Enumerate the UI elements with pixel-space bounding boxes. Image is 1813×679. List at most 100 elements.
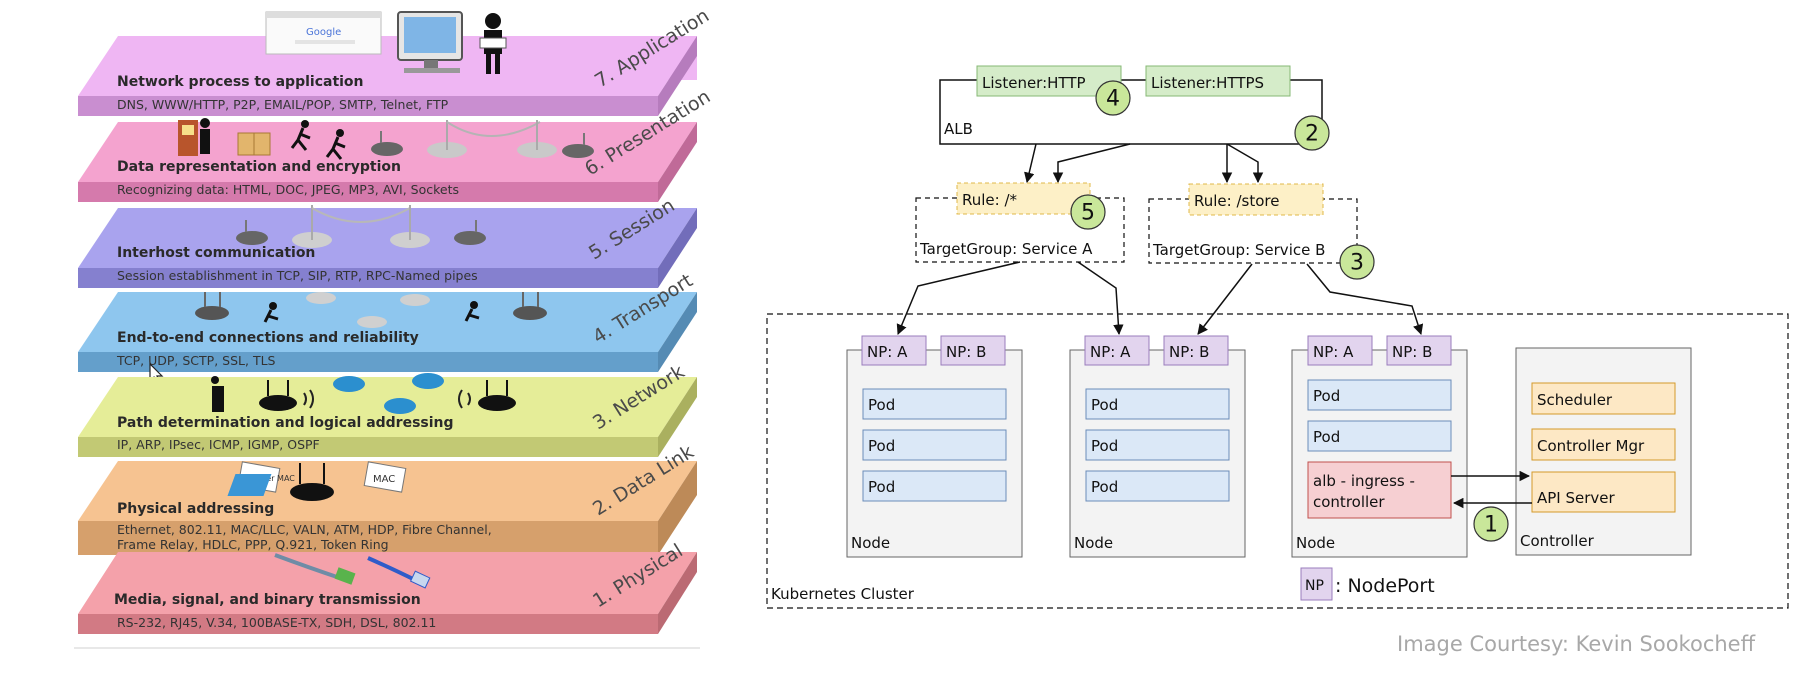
alb-label: ALB — [944, 120, 973, 138]
k8s-alb-diagram: ALB Listener:HTTP Listener:HTTPS Rule: /… — [766, 65, 1789, 609]
image-courtesy: Image Courtesy: Kevin Sookocheff — [1397, 632, 1756, 656]
osi-layer-7: Network process to application DNS, WWW/… — [78, 5, 713, 116]
pod-label: Pod — [1091, 437, 1118, 455]
controller-node: Scheduler Controller Mgr API Server Cont… — [1515, 347, 1692, 556]
package-icon — [237, 132, 271, 156]
layer-top — [78, 208, 697, 268]
cluster-label: Kubernetes Cluster — [771, 585, 915, 603]
listener-https-label: Listener:HTTPS — [1151, 74, 1264, 92]
nodeport-b-label: NP: B — [1392, 343, 1432, 361]
layer-desc: Session establishment in TCP, SIP, RTP, … — [117, 268, 478, 283]
pod-label: Pod — [1091, 396, 1118, 414]
layer-title: Path determination and logical addressin… — [117, 415, 454, 431]
node-2: NP: A NP: B Pod Pod Pod Node — [1069, 335, 1246, 558]
pod-label: Pod — [868, 396, 895, 414]
scheduler-label: Scheduler — [1537, 391, 1613, 409]
layer-front — [78, 182, 658, 202]
layer-top — [78, 552, 697, 614]
layer-side — [658, 377, 697, 457]
layer-title: Network process to application — [117, 74, 364, 90]
router-mac-label: Router MAC — [248, 474, 295, 483]
nodeport-a — [1084, 335, 1150, 366]
nodeport-a-label: NP: A — [867, 343, 908, 361]
pod-label: Pod — [1313, 387, 1340, 405]
network-devices-icon — [195, 292, 547, 328]
arrow-https-rule-b — [1226, 143, 1264, 184]
layer-desc: DNS, WWW/HTTP, P2P, EMAIL/POP, SMTP, Tel… — [117, 97, 449, 112]
api-server-label: API Server — [1537, 489, 1616, 507]
pod — [862, 470, 1007, 502]
user-person-icon — [479, 13, 507, 74]
running-person-icon — [290, 120, 311, 151]
router-icon — [562, 133, 594, 158]
layer-desc: IP, ARP, IPsec, ICMP, IGMP, OSPF — [117, 437, 320, 452]
nodeport-b-label: NP: B — [946, 343, 986, 361]
layer-title: End-to-end connections and reliability — [117, 330, 419, 346]
ingress-label-line2: controller — [1313, 493, 1385, 511]
osi-layer-2: Physical addressing Ethernet, 802.11, MA… — [78, 441, 698, 555]
pod — [1307, 420, 1452, 452]
mac-label: MAC — [373, 474, 395, 485]
pod — [862, 429, 1007, 461]
nodeport-b — [940, 335, 1006, 366]
layer-front — [78, 437, 658, 457]
network-router-icon — [211, 373, 516, 414]
router-icon — [371, 131, 403, 156]
atm-person-icon — [178, 118, 210, 156]
pod-label: Pod — [1091, 478, 1118, 496]
layer-desc: RS-232, RJ45, V.34, 100BASE-TX, SDH, DSL… — [117, 615, 436, 630]
pod — [1307, 379, 1452, 411]
badge-number: 3 — [1350, 251, 1364, 276]
node-label: Node — [1074, 534, 1113, 552]
legend-nodeport-text: : NodePort — [1335, 575, 1435, 597]
pod — [862, 388, 1007, 420]
pod-label: Pod — [868, 437, 895, 455]
router-icon — [236, 220, 268, 245]
node-1: NP: A NP: B Pod Pod Pod Node — [846, 335, 1023, 558]
bridge-icon — [427, 120, 557, 158]
rule-b — [1188, 183, 1324, 216]
pod — [1085, 429, 1230, 461]
scheduler — [1531, 382, 1676, 415]
layer-side — [658, 461, 697, 555]
layer-side — [658, 122, 697, 202]
rule-a — [956, 182, 1091, 215]
badge-number: 4 — [1106, 87, 1120, 112]
controller-label: Controller — [1520, 532, 1595, 550]
controller-mgr — [1531, 428, 1676, 461]
layer-desc: TCP, UDP, SCTP, SSL, TLS — [116, 353, 276, 368]
layer-title: Media, signal, and binary transmission — [114, 592, 421, 608]
nodeport-a — [1307, 335, 1373, 366]
layer-title: Interhost communication — [117, 245, 315, 261]
badge-number: 2 — [1305, 122, 1319, 147]
osi-layer-5: Interhost communication Session establis… — [78, 194, 697, 288]
mac-switch-icon: MAC — [227, 461, 407, 496]
osi-layer-1: Media, signal, and binary transmission R… — [78, 540, 697, 634]
api-server — [1531, 471, 1676, 513]
target-group-b-label: TargetGroup: Service B — [1152, 241, 1325, 259]
listener-https — [1145, 65, 1291, 97]
layer-title: Data representation and encryption — [117, 159, 401, 175]
step-badge-5: 5 — [1070, 194, 1106, 230]
router-icon — [454, 220, 486, 245]
google-logo: Google — [306, 27, 341, 38]
layer-front — [78, 521, 658, 555]
layer-side — [658, 208, 697, 288]
kubernetes-cluster-box — [766, 313, 1789, 609]
layer-top — [78, 292, 697, 352]
node-3: NP: A NP: B Pod Pod alb - ingress - cont… — [1291, 335, 1468, 558]
rule-a-label: Rule: /* — [962, 191, 1018, 209]
arrow-tg-a-node2 — [1077, 261, 1124, 336]
badge-number: 1 — [1484, 513, 1498, 538]
alb-ingress-controller — [1307, 461, 1452, 519]
layer-side — [658, 552, 697, 634]
osi-model: Network process to application DNS, WWW/… — [74, 5, 714, 649]
badge-number: 5 — [1081, 201, 1095, 226]
arrow-tg-b-node3 — [1306, 263, 1424, 335]
pod — [1085, 388, 1230, 420]
cable-icon — [274, 553, 431, 589]
layer-desc-2: Frame Relay, HDLC, PPP, Q.921, Token Rin… — [117, 537, 389, 552]
layer-front — [78, 96, 658, 116]
rule-b-label: Rule: /store — [1194, 192, 1279, 210]
